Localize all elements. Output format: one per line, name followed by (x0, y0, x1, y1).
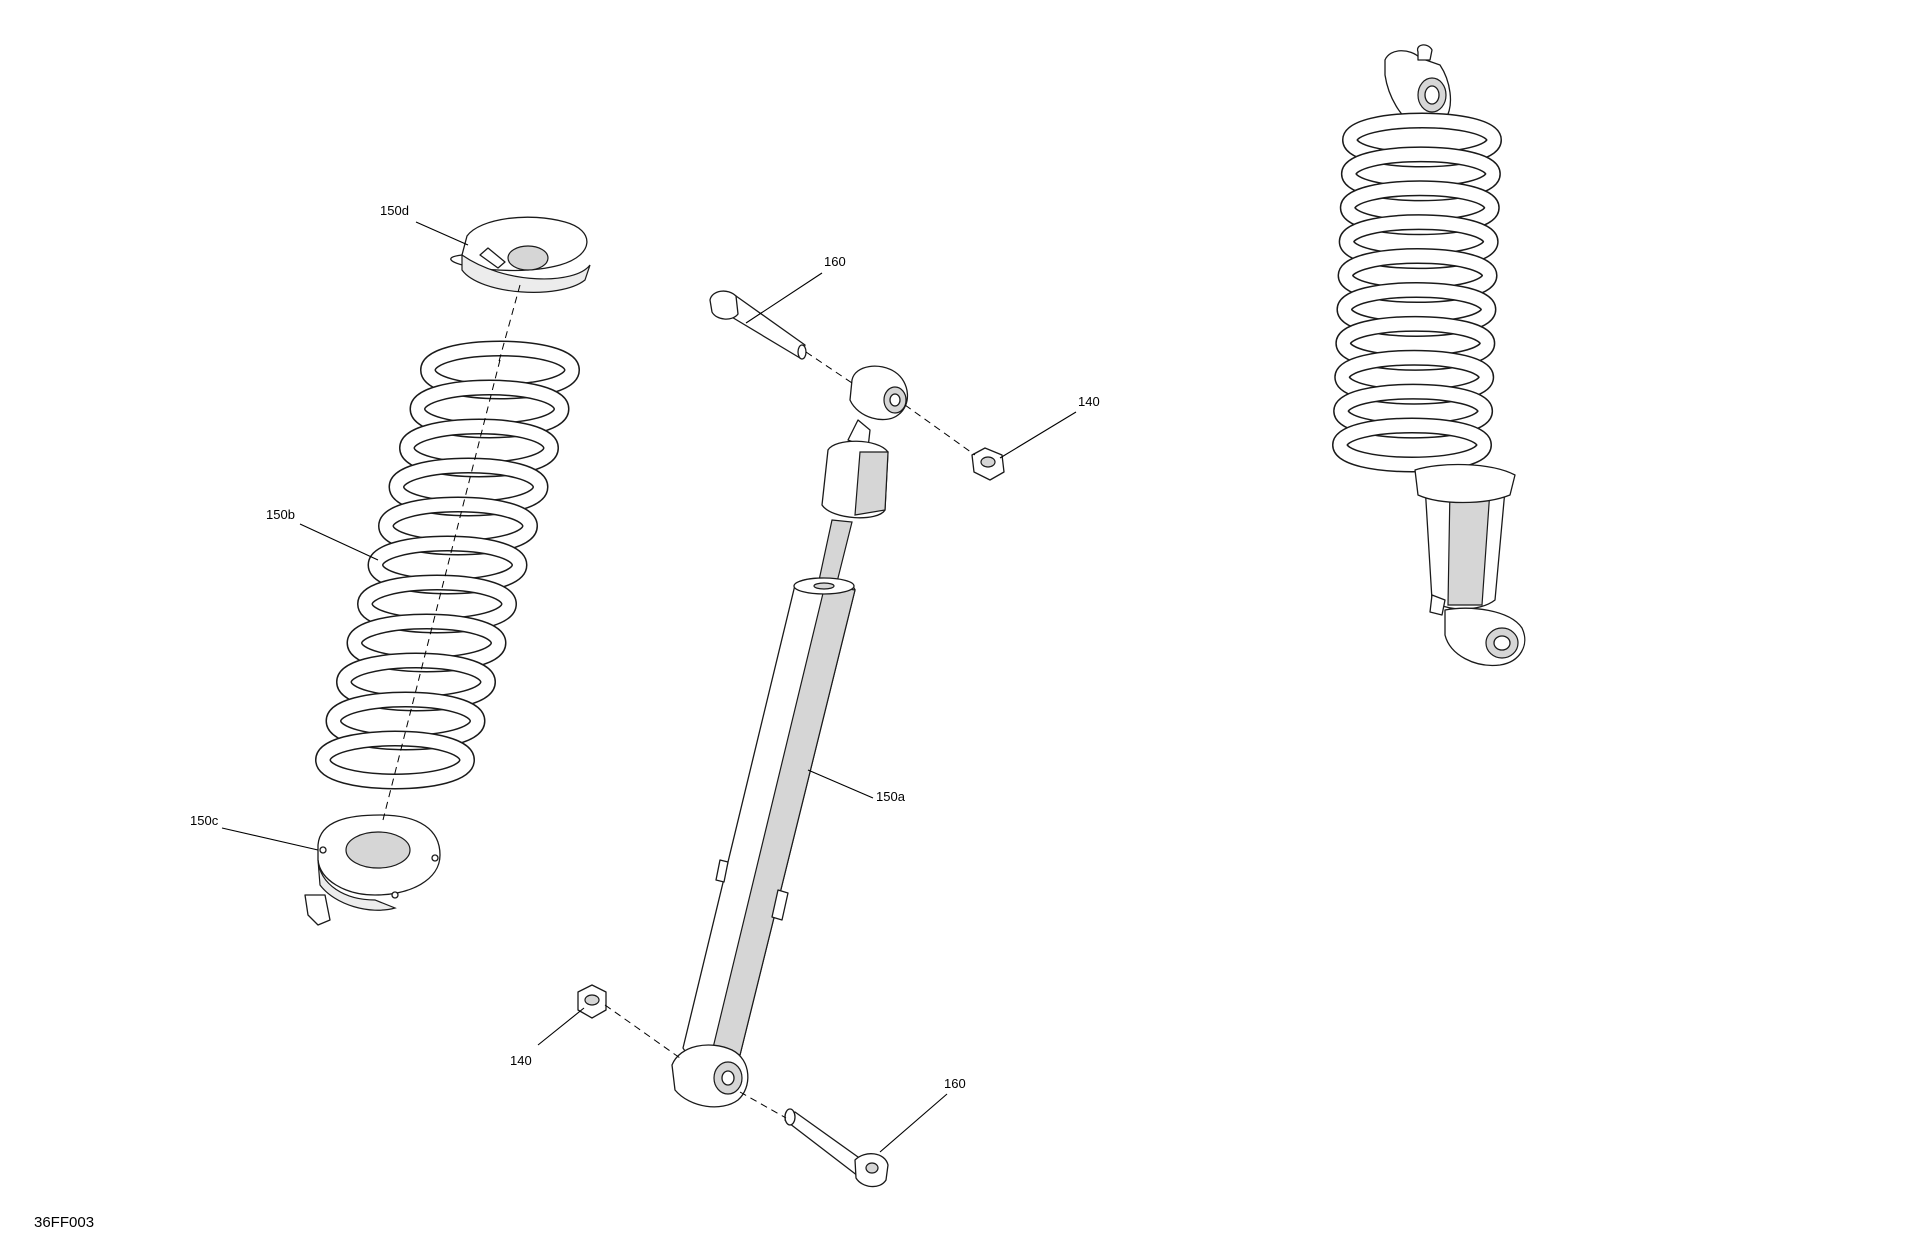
callout-140-bottom: 140 (510, 1053, 532, 1068)
leader-lines (221, 221, 1077, 1153)
shock-absorber-150a (671, 365, 909, 1108)
upper-spring-seat-150d (450, 216, 591, 293)
lower-spring-seat-150c (304, 814, 441, 926)
callout-150d: 150d (380, 203, 409, 218)
bolt-160-bottom (784, 1108, 889, 1188)
nut-140-top (971, 447, 1005, 481)
assembled-shock-absorber (1332, 44, 1526, 667)
callout-140-top: 140 (1078, 394, 1100, 409)
callout-160-top: 160 (824, 254, 846, 269)
callout-150c: 150c (190, 813, 219, 828)
spring-coil-face (1333, 419, 1491, 471)
callout-150b: 150b (266, 507, 295, 522)
nut-140-bottom (577, 984, 607, 1019)
callout-150a: 150a (876, 789, 906, 804)
bolt-160-top (709, 290, 807, 360)
callout-160-bottom: 160 (944, 1076, 966, 1091)
assembly-center-lines (382, 284, 976, 1119)
coil-spring-150b (315, 340, 581, 790)
spring-coil-face (316, 732, 474, 788)
illustration-reference: 36FF003 (34, 1214, 94, 1231)
